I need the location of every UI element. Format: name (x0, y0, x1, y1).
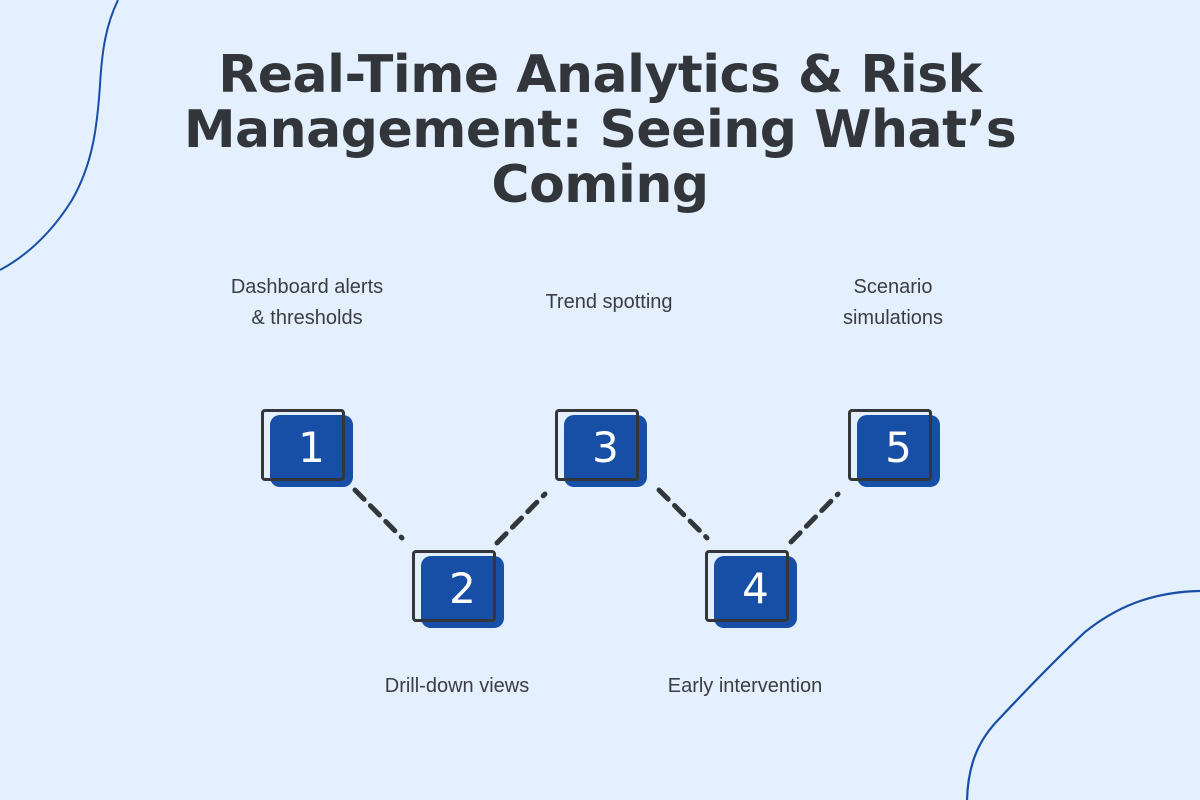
step-fill (714, 556, 797, 628)
step-number: 2 (449, 564, 476, 613)
step-number: 1 (298, 423, 325, 472)
step-outline (848, 409, 932, 481)
step-outline (705, 550, 789, 622)
title-line-3: Coming (491, 155, 709, 215)
step-5-box: 5 (848, 409, 940, 487)
step-fill (270, 415, 353, 487)
step-outline (555, 409, 639, 481)
step-number: 5 (885, 423, 912, 472)
connector-4-5 (788, 491, 841, 545)
step-3-label: Trend spotting (545, 291, 673, 313)
step-number: 4 (742, 564, 769, 613)
step-outline (412, 550, 496, 622)
page-title: Real-Time Analytics & Risk Management: S… (0, 48, 1200, 213)
step-1-label: Dashboard alerts & thresholds (230, 276, 384, 329)
connector-2-3 (494, 491, 548, 546)
title-line-2: Management: Seeing What’s (183, 100, 1017, 160)
connector-1-2 (352, 487, 405, 541)
step-3-box: 3 (555, 409, 647, 487)
step-4-box: 4 (705, 550, 797, 628)
step-4-label: Early intervention (667, 675, 823, 697)
title-line-1: Real-Time Analytics & Risk (218, 45, 982, 105)
step-fill (857, 415, 940, 487)
step-2-box: 2 (412, 550, 504, 628)
connector-3-4 (656, 487, 710, 541)
step-fill (564, 415, 647, 487)
step-outline (261, 409, 345, 481)
step-fill (421, 556, 504, 628)
step-number: 3 (592, 423, 619, 472)
step-2-label: Drill-down views (384, 675, 530, 697)
step-5-label: Scenario simulations (842, 276, 944, 329)
step-1-box: 1 (261, 409, 353, 487)
